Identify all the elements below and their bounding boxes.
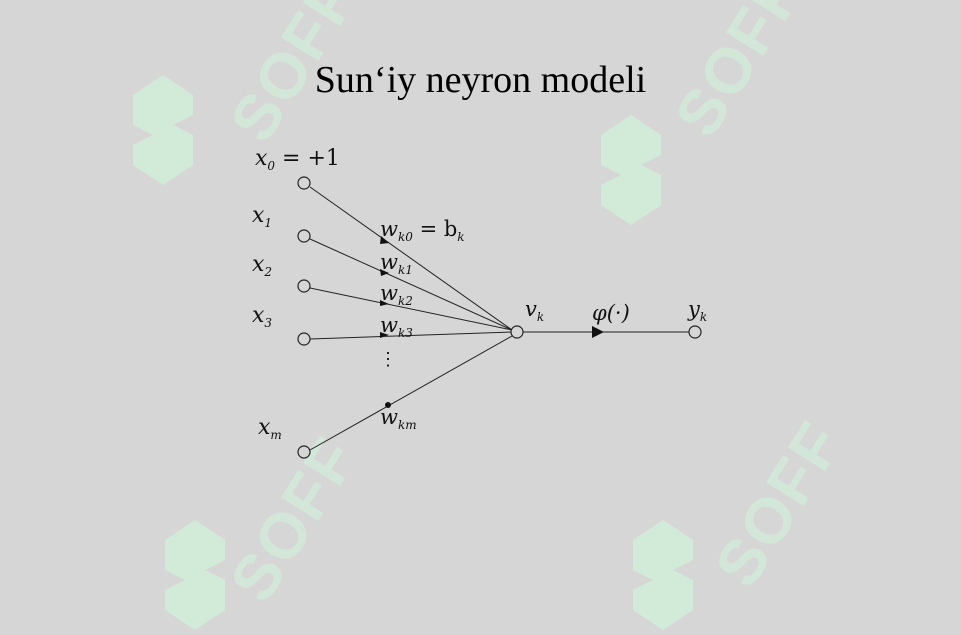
neuron-model-diagram: x0 = +1 x1 x2 x3 xm wk0 = bk wk1 wk2 wk3… (252, 146, 707, 459)
connection-line-1 (309, 238, 513, 331)
connection-line-3 (309, 331, 513, 340)
weight-dot-icon (385, 402, 391, 408)
input-label-x1: x1 (252, 203, 272, 230)
weight-arrow-icon (380, 300, 389, 306)
weight-arrow-icon (380, 269, 389, 276)
input-node-xm (297, 445, 311, 459)
weight-label-wk0: wk0 = bk (380, 217, 465, 244)
weight-arrow-icon (380, 236, 389, 244)
input-node-x3 (297, 332, 311, 346)
weight-label-wk3: wk3 (380, 313, 413, 340)
weight-label-wk2: wk2 (380, 281, 413, 308)
weight-ellipsis: ⋮ (379, 349, 397, 370)
connection-line-m (309, 335, 513, 451)
summing-node (510, 325, 524, 339)
connection-line-2 (309, 287, 513, 331)
input-node-x1 (297, 229, 311, 243)
sum-label-vk: vk (525, 297, 544, 324)
input-label-xm: xm (258, 415, 282, 442)
output-node (688, 325, 702, 339)
connection-line-0 (309, 186, 513, 331)
input-node-x0 (297, 176, 311, 190)
output-label-yk: yk (687, 297, 707, 324)
input-label-x2: x2 (252, 252, 272, 279)
weight-arrow-icon (380, 332, 389, 338)
input-node-x2 (297, 279, 311, 293)
weight-label-wk1: wk1 (380, 250, 413, 277)
activation-arrow-icon (592, 326, 604, 338)
input-label-x3: x3 (252, 303, 272, 330)
input-label-x0: x0 = +1 (255, 146, 340, 173)
weight-label-wkm: wkm (380, 405, 417, 432)
activation-label: φ(·) (592, 301, 630, 325)
slide-title: Sun‘iy neyron modeli (314, 59, 647, 101)
